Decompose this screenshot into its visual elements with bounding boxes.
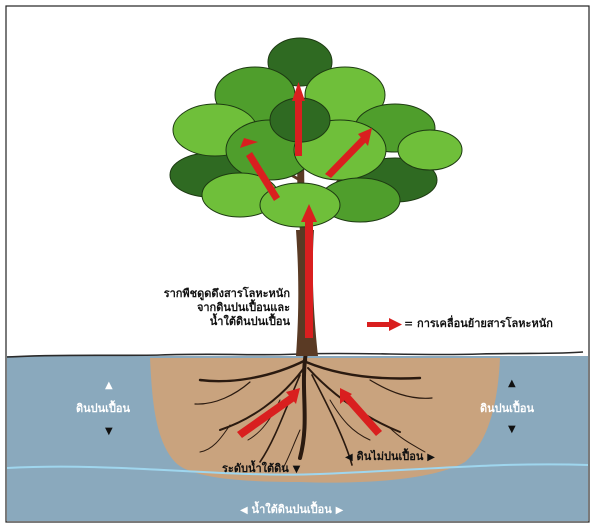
contaminated-groundwater-text: น้ำใต้ดินปนเปื้อน: [252, 503, 332, 516]
groundwater-level-text: ระดับน้ำใต้ดิน: [222, 462, 289, 475]
groundwater-right-arrow-icon: ▶: [336, 505, 344, 516]
groundwater-left-arrow-icon: ◀: [240, 505, 248, 516]
legend-label: = การเคลื่อนย้ายสารโลหะหนัก: [404, 317, 553, 331]
uncontaminated-soil-text: ดินไม่ปนเปื้อน: [357, 450, 424, 463]
left-contaminated-soil-label: ดินปนเปื้อน: [76, 402, 130, 416]
uncontaminated-soil-label: ◀ ดินไม่ปนเปื้อน ▶: [345, 450, 435, 465]
right-soil-up-arrow-icon: ▲: [508, 378, 516, 391]
uncontaminated-left-arrow-icon: ◀: [345, 452, 353, 463]
left-soil-up-arrow-icon: ▲: [105, 380, 113, 393]
legend-arrow-icon: [367, 318, 402, 331]
right-contaminated-soil-label: ดินปนเปื้อน: [480, 402, 534, 416]
uncontaminated-right-arrow-icon: ▶: [427, 452, 435, 463]
right-soil-down-arrow-icon: ▼: [508, 424, 516, 437]
tree-canopy: [170, 38, 462, 227]
uptake-caption: รากพืชดูดดึงสารโลหะหนัก จากดินปนเปื้อนแล…: [120, 287, 290, 328]
groundwater-level-label: ระดับน้ำใต้ดิน ▼: [222, 462, 300, 477]
clean-soil-pocket: [150, 358, 500, 483]
uptake-caption-line-1: รากพืชดูดดึงสารโลหะหนัก: [120, 287, 290, 301]
uptake-caption-line-2: จากดินปนเปื้อนและ: [120, 301, 290, 315]
left-soil-down-arrow-icon: ▼: [105, 426, 113, 439]
groundwater-level-down-arrow-icon: ▼: [293, 464, 301, 475]
contaminated-groundwater-label: ◀ น้ำใต้ดินปนเปื้อน ▶: [240, 503, 343, 518]
uptake-caption-line-3: น้ำใต้ดินปนเปื้อน: [120, 315, 290, 329]
